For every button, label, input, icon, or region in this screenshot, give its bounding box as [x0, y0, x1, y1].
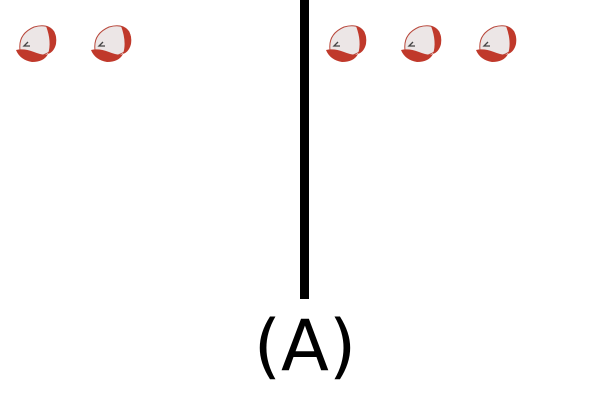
vertical-divider	[300, 0, 309, 299]
figure-caption: (A)	[253, 305, 357, 387]
baseball-cap-icon	[14, 20, 58, 64]
baseball-cap-icon	[89, 20, 133, 64]
baseball-cap-icon	[474, 20, 518, 64]
baseball-cap-icon	[399, 20, 443, 64]
baseball-cap-icon	[324, 20, 368, 64]
